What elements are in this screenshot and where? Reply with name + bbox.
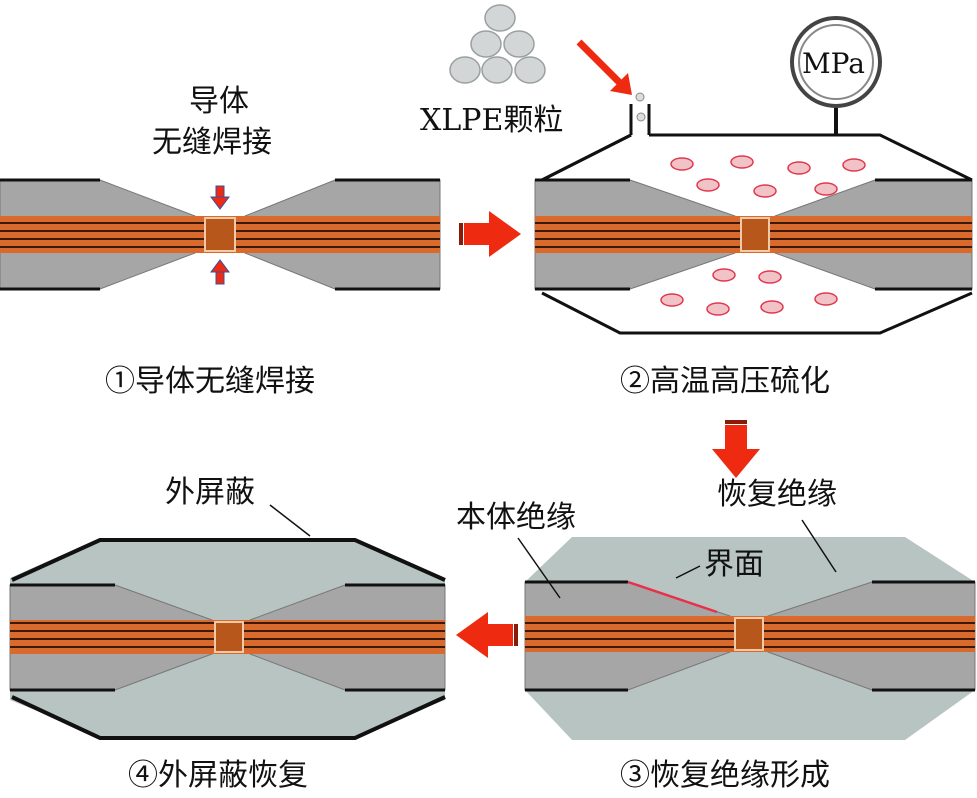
left-arrow-step-3-to-4 — [456, 612, 518, 658]
panel3-caption: ③恢复绝缘形成 — [620, 758, 830, 793]
gauge-unit-label: MPa — [802, 47, 865, 80]
weld-block-4 — [214, 621, 244, 653]
down-arrow-step-2-to-3 — [712, 420, 760, 478]
xlpe-pellet-label: XLPE颗粒 — [420, 103, 564, 138]
restored-insulation-label: 恢复绝缘 — [717, 477, 837, 512]
panel1-label-line2: 无缝焊接 — [152, 125, 272, 160]
xlpe-pellets — [449, 4, 546, 84]
outer-shield-label: 外屏蔽 — [165, 475, 255, 510]
interface-line — [627, 580, 718, 614]
panel-2-vulcanization — [449, 4, 973, 335]
panel-1-welding — [0, 178, 441, 291]
feed-arrow — [576, 39, 632, 95]
outer-shield-top — [11, 538, 446, 582]
weld-block — [204, 217, 236, 252]
right-arrow-step-1-to-2 — [459, 211, 521, 257]
panel1-label-line1: 导体 — [189, 84, 249, 119]
outer-shield-bottom — [11, 695, 446, 740]
interface-label: 界面 — [704, 547, 764, 582]
weld-block-3 — [734, 617, 764, 651]
molten-xlpe-particles — [660, 155, 866, 316]
body-insulation-label: 本体绝缘 — [456, 500, 576, 535]
weld-block-2 — [740, 217, 770, 252]
panel4-caption: ④外屏蔽恢复 — [128, 758, 308, 793]
pressure-gauge — [790, 16, 882, 135]
panel2-caption: ②高温高压硫化 — [620, 364, 830, 399]
panel-3-restored-insulation — [517, 519, 976, 740]
panel1-caption: ①导体无缝焊接 — [105, 364, 315, 399]
mould-bottom — [541, 291, 973, 335]
up-press-arrow — [210, 259, 230, 285]
down-press-arrow — [210, 185, 230, 210]
panel-4-outer-shield — [9, 504, 446, 740]
